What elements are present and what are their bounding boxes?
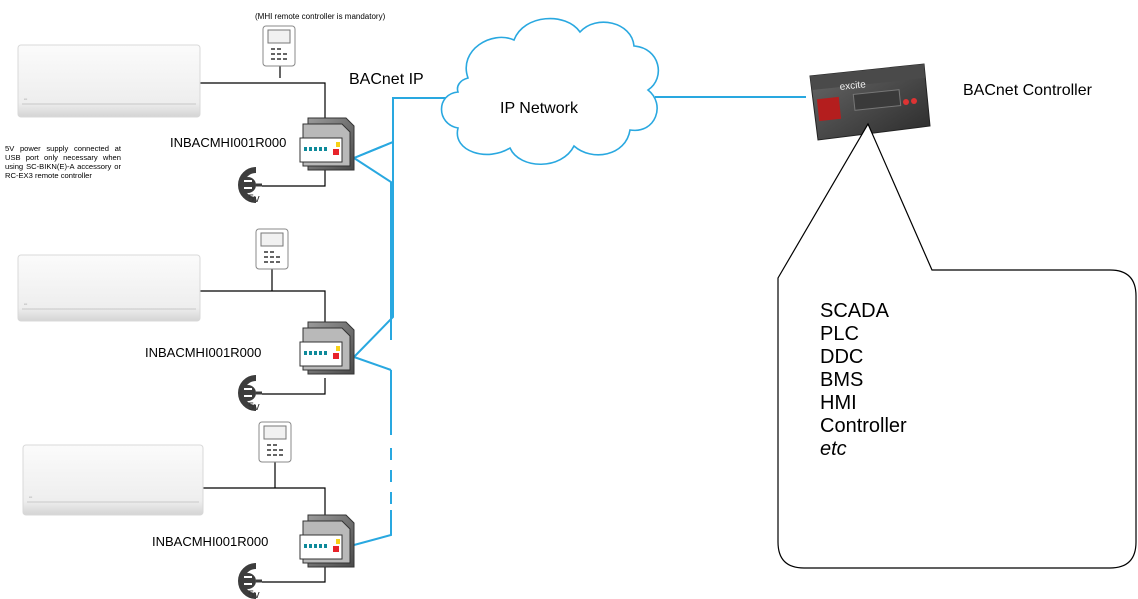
- controller-brand-text: excite: [839, 79, 867, 93]
- wire-ac3-gateway3: [200, 487, 326, 516]
- gateway-device: [299, 117, 355, 171]
- ip-network-cloud: [440, 17, 659, 166]
- client-item: HMI: [820, 392, 857, 414]
- remote-controller: [258, 421, 292, 463]
- ac-unit: ▪▪▪: [17, 254, 201, 322]
- client-system-list: SCADA PLC DDC BMS HMI Controller etc: [820, 300, 907, 461]
- remote-controller: [262, 25, 296, 67]
- client-item: BMS: [820, 369, 864, 391]
- gateway-device: [299, 321, 355, 375]
- bacnet-ip-label: BACnet IP: [349, 71, 424, 88]
- voltage-label: 5v: [248, 589, 260, 599]
- power-supply-note: 5V power supply connected at USB port on…: [5, 144, 121, 180]
- client-item: SCADA: [820, 300, 889, 322]
- svg-text:▪▪▪: ▪▪▪: [24, 97, 27, 101]
- voltage-label: 5v: [248, 401, 260, 413]
- svg-text:▪▪▪: ▪▪▪: [29, 495, 32, 499]
- client-item: PLC: [820, 323, 859, 345]
- gateway-device: [299, 514, 355, 568]
- line-gateway2-to-dashed: [353, 356, 392, 371]
- ac-unit: ▪▪▪: [22, 444, 204, 516]
- svg-text:▪▪▪: ▪▪▪: [24, 302, 27, 306]
- gateway-label: INBACMHI001R000: [152, 534, 269, 549]
- line-trunk-gateway1-gateway2: [353, 140, 394, 358]
- bacnet-ip-lines: [353, 96, 806, 546]
- client-item: etc: [820, 438, 847, 460]
- power-plug-icon: [238, 375, 262, 411]
- line-to-gateway3: [353, 510, 392, 546]
- wiring: [200, 64, 326, 583]
- remote-controller: [255, 228, 289, 270]
- client-item: DDC: [820, 346, 864, 368]
- wire-power2-gateway2: [262, 378, 326, 395]
- wire-power3-gateway3: [262, 566, 326, 583]
- client-item: Controller: [820, 415, 907, 437]
- line-gateway1-right-drop: [353, 157, 392, 340]
- bacnet-controller-label: BACnet Controller: [963, 82, 1092, 99]
- wire-power1-gateway1: [262, 170, 326, 187]
- gateway-label: INBACMHI001R000: [170, 135, 287, 150]
- power-plug-icon: [238, 563, 262, 599]
- voltage-label: 5v: [248, 193, 260, 205]
- ip-network-label: IP Network: [500, 100, 578, 117]
- client-speech-bubble: [777, 122, 1137, 569]
- wire-ac2-gateway2: [200, 290, 326, 322]
- bacnet-controller-device: excite: [809, 63, 931, 141]
- remote-mandatory-note: (MHI remote controller is mandatory): [255, 12, 386, 21]
- ac-unit: ▪▪▪: [17, 44, 201, 118]
- power-plug-icon: [238, 167, 262, 203]
- wire-ac1-gateway1: [200, 82, 326, 118]
- gateway-label: INBACMHI001R000: [145, 345, 262, 360]
